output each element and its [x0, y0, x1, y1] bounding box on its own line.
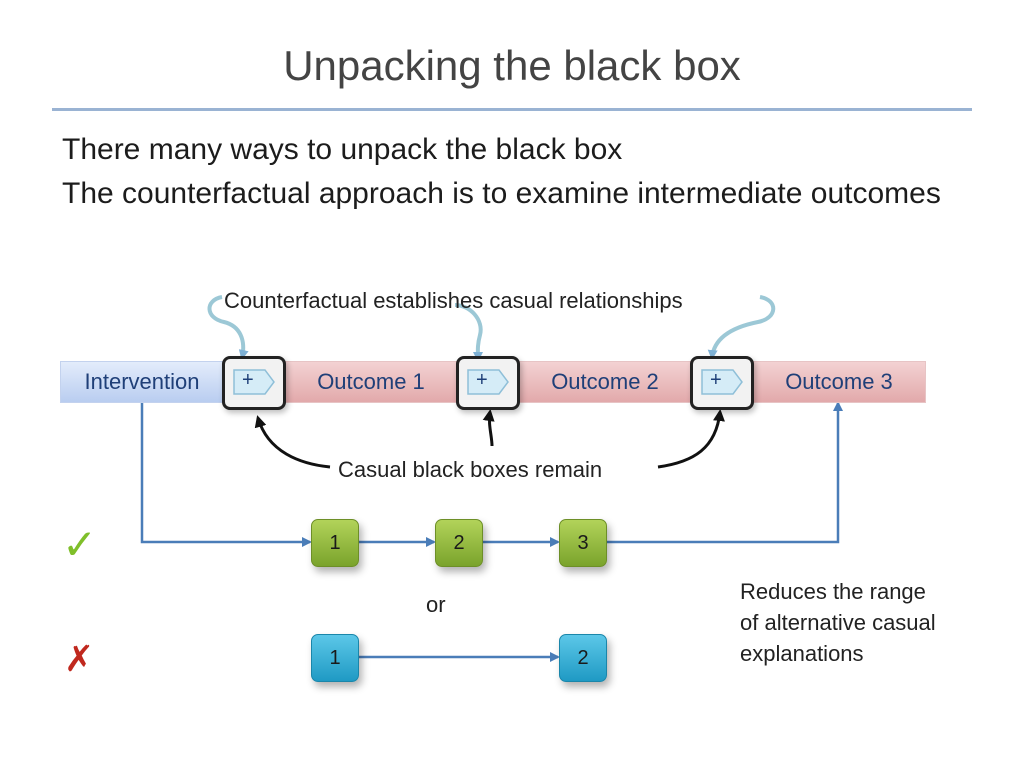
black-box-3-arrow-icon	[701, 369, 743, 395]
check-mark-icon: ✓	[62, 521, 98, 568]
outcome-2-bar: Outcome 2	[518, 361, 692, 403]
outcome-3-bar: Outcome 3	[752, 361, 926, 403]
top-callout-arrow-2	[454, 303, 483, 362]
bad-node-1: 1	[311, 634, 359, 682]
top-callout-label: Counterfactual establishes casual relati…	[224, 288, 683, 313]
black-box-3-plus: +	[710, 369, 722, 391]
bottom-callout-arrow-2	[482, 409, 495, 447]
black-box-2-plus: +	[476, 369, 488, 391]
side-note-line-1: Reduces the range	[740, 579, 926, 604]
side-note-line-2: of alternative casual	[740, 610, 936, 635]
bottom-callout-arrow-1	[254, 415, 331, 469]
good-node-2: 2	[435, 519, 483, 567]
black-box-3: +	[690, 356, 754, 410]
black-box-1: +	[222, 356, 286, 410]
black-box-2: +	[456, 356, 520, 410]
slide-title: Unpacking the black box	[283, 42, 741, 89]
bullet-2: The counterfactual approach is to examin…	[62, 177, 941, 210]
top-callout-arrow-1	[207, 295, 249, 360]
black-box-1-arrow-icon	[233, 369, 275, 395]
black-box-1-plus: +	[242, 369, 254, 391]
good-path-connector-end	[606, 401, 843, 544]
title-divider	[52, 108, 972, 111]
top-callout-arrow-3	[707, 295, 776, 360]
outcome-1-bar: Outcome 1	[284, 361, 458, 403]
or-label: or	[426, 592, 446, 617]
bottom-callout-label: Casual black boxes remain	[338, 457, 603, 482]
good-node-3: 3	[559, 519, 607, 567]
good-path-connector-start	[140, 401, 312, 547]
cross-mark-icon: ✗	[64, 638, 95, 679]
side-note-line-3: explanations	[740, 641, 864, 666]
bottom-callout-arrow-3	[657, 409, 725, 469]
good-node-1: 1	[311, 519, 359, 567]
black-box-2-arrow-icon	[467, 369, 509, 395]
bad-node-2: 2	[559, 634, 607, 682]
bullet-1: There many ways to unpack the black box	[62, 133, 623, 166]
intervention-bar: Intervention	[60, 361, 224, 403]
